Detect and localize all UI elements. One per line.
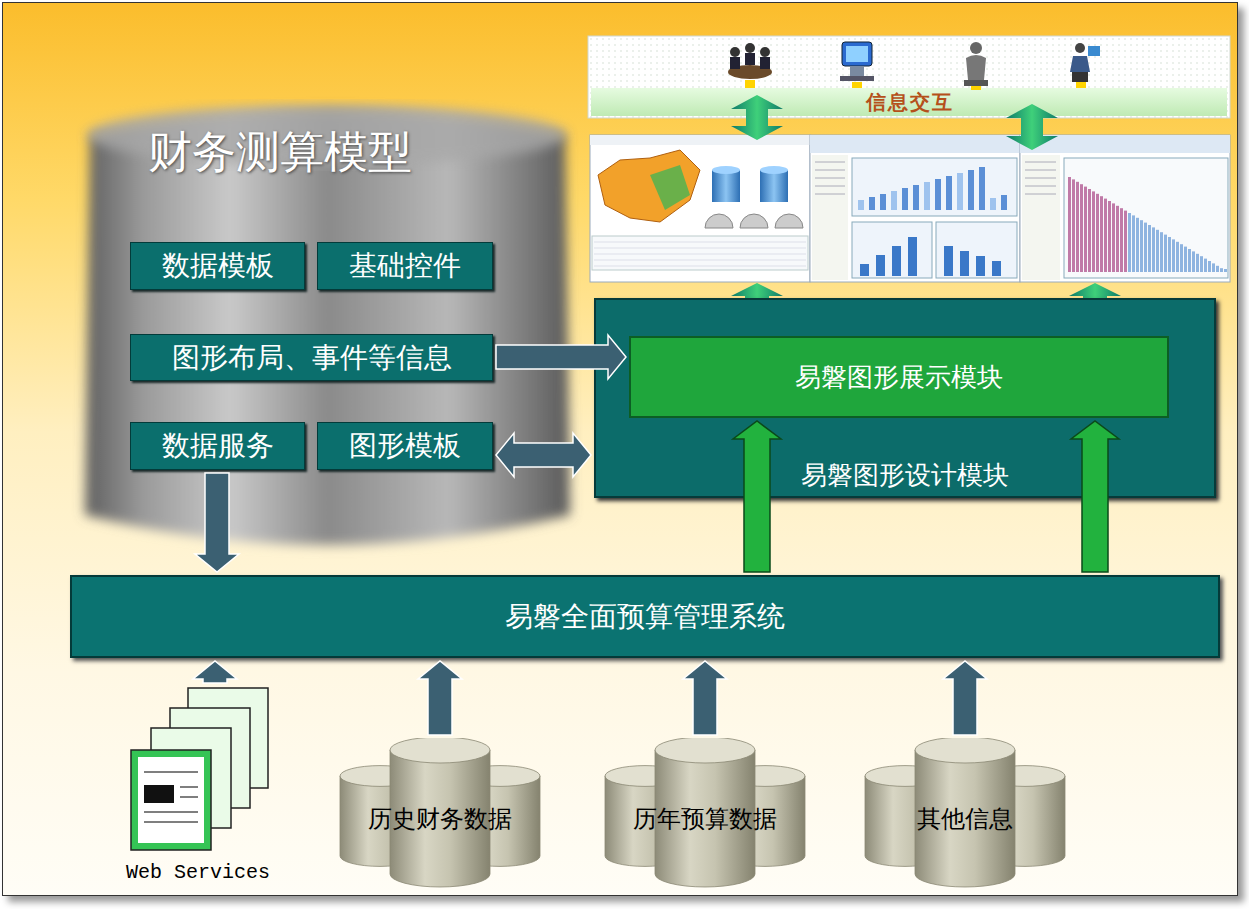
block-arrow [193, 661, 237, 683]
node-label: 历年预算数据 [633, 803, 777, 835]
database-cluster: 历史财务数据 [330, 738, 550, 888]
block-arrow [683, 661, 727, 735]
web-services: Web Services [110, 686, 286, 886]
block-arrow [418, 661, 462, 735]
node-label: 数据服务 [162, 427, 274, 465]
interaction-band: 信息交互 [800, 88, 1020, 116]
model-cylinder: 财务测算模型数据模板 基础控件图形布局、事件等信息数据服务 图形模板 [70, 95, 585, 565]
service-box: 数据服务 [130, 422, 305, 470]
block-arrow [195, 473, 239, 572]
block-arrow [943, 661, 987, 735]
design-module: 易磐图形设计模块 易磐图形展示模块 [594, 298, 1216, 498]
block-arrow [733, 421, 781, 572]
node-label: 图形布局、事件等信息 [172, 339, 452, 377]
node-label: 易磐图形设计模块 [596, 458, 1214, 493]
node-label: 数据模板 [162, 247, 274, 285]
node-label: 财务测算模型 [148, 123, 412, 182]
node-label: 图形模板 [349, 427, 461, 465]
node-label: 易磐全面预算管理系统 [505, 598, 785, 636]
node-label: 其他信息 [917, 803, 1013, 835]
budget-system: 易磐全面预算管理系统 [70, 575, 1220, 658]
node-label: 基础控件 [349, 247, 461, 285]
layout-box: 图形布局、事件等信息 [130, 334, 493, 381]
node-label: 信息交互 [866, 89, 954, 116]
template-box: 数据模板 [130, 242, 305, 290]
block-arrow [496, 335, 626, 379]
node-label: 历史财务数据 [368, 803, 512, 835]
block-arrow [496, 433, 591, 477]
block-arrow [1071, 421, 1119, 572]
display-module: 易磐图形展示模块 [629, 336, 1169, 418]
control-box: 基础控件 [317, 242, 493, 290]
database-cluster: 其他信息 [855, 738, 1075, 888]
template-box: 图形模板 [317, 422, 493, 470]
node-label: 易磐图形展示模块 [795, 360, 1003, 395]
node-label: Web Services [110, 861, 286, 884]
database-cluster: 历年预算数据 [595, 738, 815, 888]
